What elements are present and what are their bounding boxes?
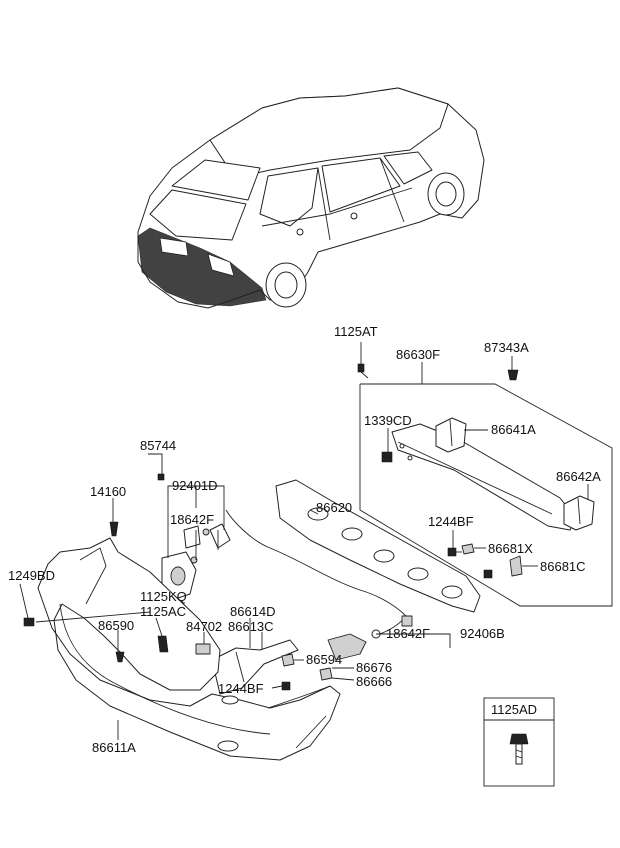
assembly-box bbox=[359, 362, 613, 607]
label-86630F: 86630F bbox=[396, 347, 440, 362]
label-86681C: 86681C bbox=[540, 559, 586, 574]
label-85744: 85744 bbox=[140, 438, 176, 453]
wiring-harness bbox=[225, 509, 413, 639]
label-86620: 86620 bbox=[316, 500, 352, 515]
label-87343A: 87343A bbox=[484, 340, 529, 355]
sensor-92406B bbox=[327, 633, 367, 661]
label-86641A: 86641A bbox=[491, 422, 536, 437]
label-86594: 86594 bbox=[306, 652, 342, 667]
label-86590: 86590 bbox=[98, 618, 134, 633]
label-1244BF-bottom: 1244BF bbox=[218, 681, 264, 696]
energy-absorber-86620 bbox=[275, 479, 481, 613]
label-86666: 86666 bbox=[356, 674, 392, 689]
label-1125AD: 1125AD bbox=[491, 702, 537, 717]
label-86613C: 86613C bbox=[228, 619, 274, 634]
bracket-86641A bbox=[435, 417, 467, 453]
fasteners bbox=[23, 363, 523, 691]
label-1244BF-right: 1244BF bbox=[428, 514, 474, 529]
bumper-cover-86611A bbox=[37, 537, 341, 761]
detail-box-1125AD bbox=[483, 697, 555, 787]
label-86614D: 86614D bbox=[230, 604, 276, 619]
label-92406B: 92406B bbox=[460, 626, 505, 641]
label-18642F-top: 18642F bbox=[170, 512, 214, 527]
leader-lines bbox=[19, 342, 589, 740]
label-1125KQ: 1125KQ bbox=[140, 589, 187, 604]
bracket-86642A bbox=[563, 495, 595, 531]
label-92401D: 92401D bbox=[172, 478, 218, 493]
label-1339CD: 1339CD bbox=[364, 413, 412, 428]
label-1125AT: 1125AT bbox=[334, 324, 378, 339]
label-18642F-bottom: 18642F bbox=[386, 626, 430, 641]
part-labels: 1125AT 86630F 87343A 1339CD 86641A 86642… bbox=[8, 324, 601, 755]
label-86611A: 86611A bbox=[92, 740, 136, 755]
bracket-86614D bbox=[211, 639, 299, 695]
bumper-reinforcement-beam bbox=[391, 423, 577, 531]
label-86681X: 86681X bbox=[488, 541, 533, 556]
label-84702: 84702 bbox=[186, 619, 222, 634]
label-1249BD: 1249BD bbox=[8, 568, 55, 583]
label-1125AC: 1125AC bbox=[140, 604, 186, 619]
label-14160: 14160 bbox=[90, 484, 126, 499]
label-86642A: 86642A bbox=[556, 469, 601, 484]
car-illustration bbox=[137, 87, 485, 309]
label-86676: 86676 bbox=[356, 660, 392, 675]
